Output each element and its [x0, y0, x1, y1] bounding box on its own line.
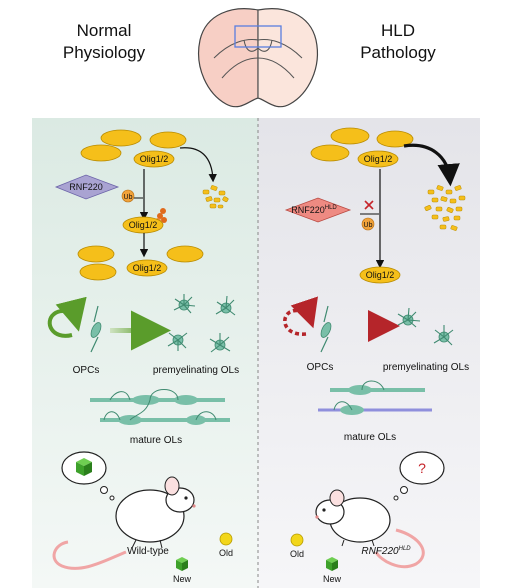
olig-protein-r2 [359, 266, 401, 284]
rnf220-hld-protein [284, 197, 352, 223]
olig-label-3: Olig1/2 [133, 263, 162, 273]
degraded-fragments-r [424, 185, 466, 231]
left-pathway: Olig1/2 RNF220 Ub Olig1/2 [54, 129, 229, 281]
brain-highlight-box [234, 25, 282, 48]
question-mark: ? [418, 460, 426, 476]
new-cube-icon [176, 557, 188, 571]
olig-protein-ub [122, 216, 164, 234]
mature-ol-left [90, 389, 230, 425]
old-label-left: Old [219, 548, 233, 558]
olig-protein-r [357, 150, 399, 168]
left-mouse-area: Wild-type New Old [52, 451, 233, 584]
olig-label-2: Olig1/2 [129, 220, 158, 230]
olig-protein [133, 150, 175, 168]
hld-mouse-icon [315, 489, 425, 569]
old-circle-icon [219, 532, 233, 546]
mature-ol-right [318, 380, 432, 415]
mutant-label: RNF220HLD [361, 546, 411, 557]
olig-protein-3 [126, 259, 168, 277]
olig-label-r2: Olig1/2 [366, 270, 395, 280]
premyelinating-label-left: premyelinating OLs [153, 365, 239, 376]
ub-label-r: Ub [364, 222, 373, 229]
right-mouse-area: ? Old New RNF220HLD [290, 451, 445, 584]
premyelinating-cells-right [397, 307, 454, 346]
opcs-label-right: OPCs [307, 362, 334, 373]
old-circle-icon-right [290, 533, 304, 547]
wild-type-mouse-icon [52, 476, 196, 570]
brain-icon [198, 8, 318, 108]
olig-label-r1: Olig1/2 [364, 154, 393, 164]
opc-cell-right [320, 305, 332, 353]
cross-mark-icon [364, 200, 374, 210]
green-cube-icon [76, 458, 92, 476]
rnf220-protein [54, 174, 120, 200]
right-cells: OPCs premyelinating OLs mature OLs [283, 296, 469, 443]
premyelinating-cells-left [167, 294, 236, 353]
opc-cell-left [90, 305, 102, 353]
right-pathway: Olig1/2 RNF220HLD [284, 127, 466, 284]
new-label-right: New [323, 574, 342, 584]
rnf220-hld-label: RNF220HLD [291, 205, 337, 215]
self-renewal-arrow-red [283, 296, 318, 336]
mature-label-right: mature OLs [344, 432, 396, 443]
opcs-label-left: OPCs [73, 365, 100, 376]
rnf220-label: RNF220 [69, 182, 103, 192]
new-cube-icon-right [326, 557, 338, 571]
ub-label: Ub [124, 194, 133, 201]
degraded-fragments [202, 185, 229, 209]
left-cells: OPCs premyelinating OLs mature OLs [47, 294, 239, 446]
thought-bubble-left [61, 451, 115, 501]
olig-label-1: Olig1/2 [140, 154, 169, 164]
thought-bubble-right: ? [393, 451, 445, 501]
ub-circle [121, 189, 135, 203]
wildtype-label: Wild-type [127, 546, 169, 557]
old-label-right: Old [290, 549, 304, 559]
self-renewal-arrow-green [47, 296, 87, 338]
new-label-left: New [173, 574, 192, 584]
premyelinating-label-right: premyelinating OLs [383, 362, 469, 373]
ub-circle-r [361, 217, 375, 231]
mature-label-left: mature OLs [130, 435, 182, 446]
